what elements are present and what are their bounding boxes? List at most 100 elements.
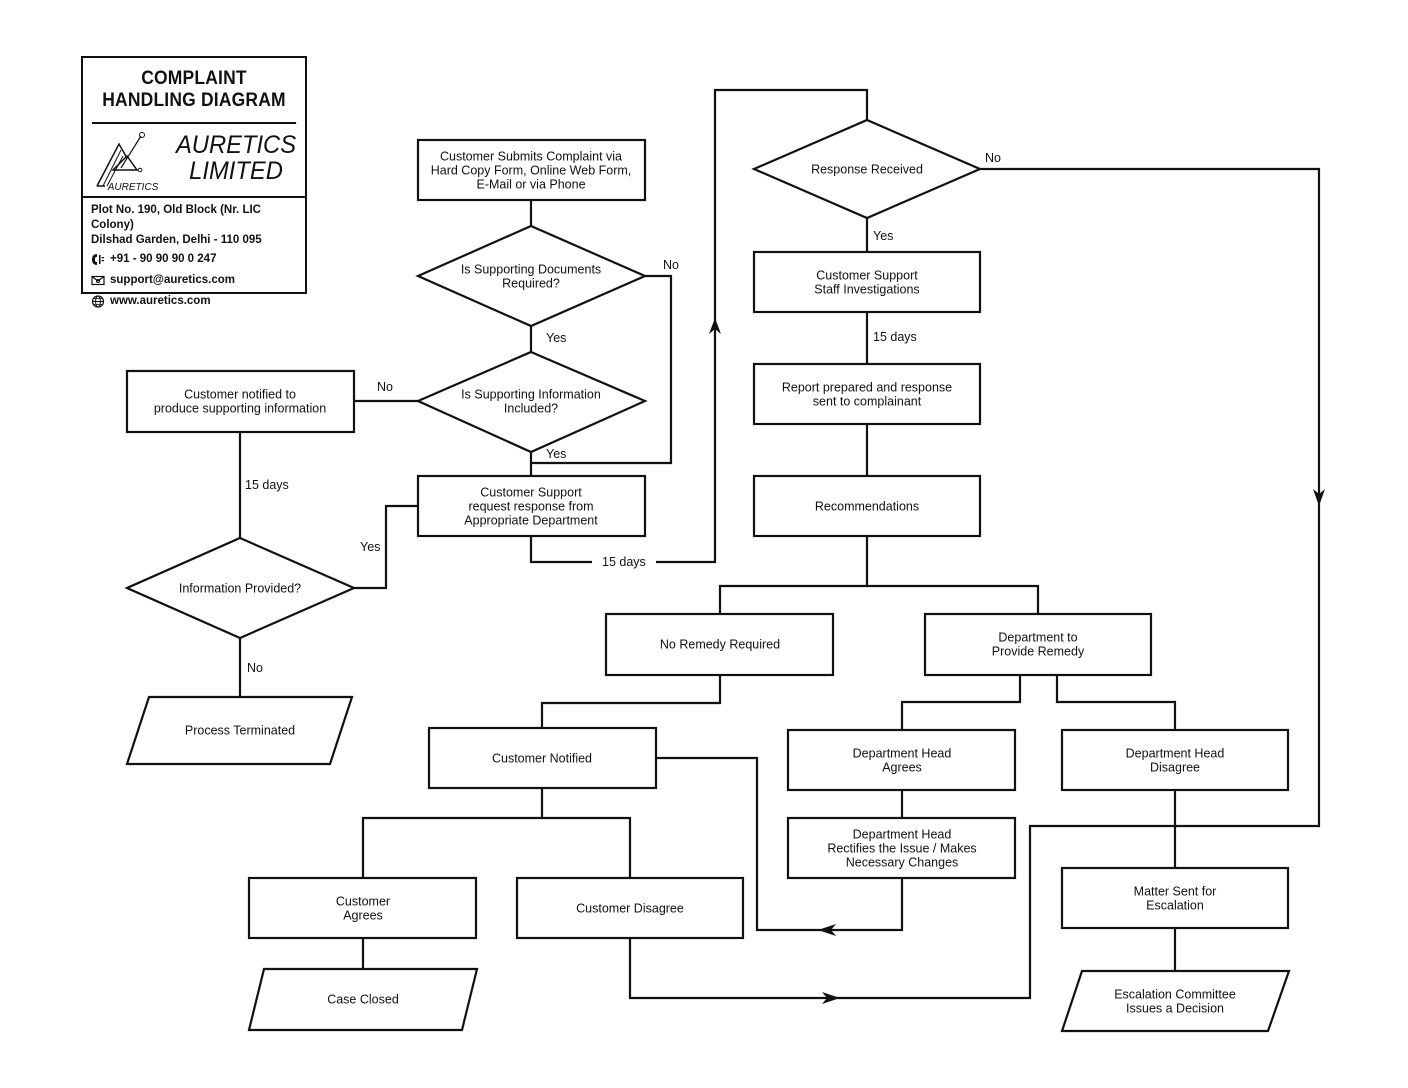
node-text-line: Disagree	[1150, 761, 1200, 775]
logo-caption: AURETICS	[107, 182, 159, 192]
node-customer-notified[interactable]	[427, 726, 658, 790]
node-department-head-rectifies[interactable]	[786, 816, 1017, 880]
node-text-line: Appropriate Department	[464, 514, 598, 528]
node-text-line: Customer Disagree	[576, 902, 684, 916]
node-submit-complaint[interactable]	[416, 138, 647, 202]
label-response-no: No	[985, 151, 1001, 165]
connector-noremedy-to-notified	[540, 675, 722, 728]
node-text-no-remedy: No Remedy Required	[660, 638, 780, 652]
label-provided-no: No	[247, 661, 263, 675]
node-text-line: Necessary Changes	[846, 856, 959, 870]
node-text-line: Process Terminated	[185, 724, 295, 738]
label-docs-no: No	[663, 258, 679, 272]
diagram-title: COMPLAINT HANDLING DIAGRAM	[91, 58, 297, 124]
node-text-line: request response from	[468, 500, 593, 514]
node-text-line: Is Supporting Information	[461, 388, 601, 402]
node-text-line: Customer Support	[480, 486, 582, 500]
node-text-line: Agrees	[882, 761, 922, 775]
node-case-closed[interactable]	[247, 967, 479, 1032]
node-department-provide-remedy[interactable]	[923, 612, 1153, 677]
node-text-response-received: Response Received	[811, 163, 923, 177]
email-icon	[91, 275, 105, 285]
node-customer-disagree[interactable]	[515, 876, 745, 940]
node-text-line: Issues a Decision	[1126, 1002, 1224, 1016]
node-department-head-disagree[interactable]	[1060, 728, 1290, 792]
phone-icon	[92, 253, 104, 265]
node-text-info-provided: Information Provided?	[179, 582, 301, 596]
node-recommendations[interactable]	[752, 474, 982, 538]
connector-recommendations-split	[718, 536, 1040, 614]
node-text-line: Included?	[504, 402, 558, 416]
website-url[interactable]: www.auretics.com	[110, 295, 211, 307]
node-no-remedy-required[interactable]	[604, 612, 835, 677]
node-text-customer-disagree: Customer Disagree	[576, 902, 684, 916]
node-response-received-decision[interactable]	[751, 118, 983, 220]
node-text-line: Department to	[998, 631, 1077, 645]
address: Plot No. 190, Old Block (Nr. LIC Colony)…	[91, 203, 297, 248]
diagram-title-line2: HANDLING DIAGRAM	[102, 90, 286, 111]
connector-docs-no	[531, 274, 673, 465]
node-text-recommendations: Recommendations	[815, 500, 919, 514]
node-report-prepared[interactable]	[752, 362, 982, 426]
node-text-line: sent to complainant	[813, 395, 922, 409]
label-response-yes: Yes	[873, 229, 893, 243]
arrow-left-icon	[818, 924, 836, 936]
label-info-yes: Yes	[546, 447, 566, 461]
node-process-terminated[interactable]	[125, 695, 354, 766]
arrow-right-icon	[822, 992, 840, 1004]
diagram-title-line1: COMPLAINT	[141, 68, 247, 89]
node-text-line: Customer Submits Complaint via	[440, 150, 622, 164]
node-text-line: Provide Remedy	[992, 645, 1085, 659]
connector-provided-yes	[354, 504, 418, 590]
email-address[interactable]: support@auretics.com	[110, 274, 235, 286]
company-info-card: COMPLAINT HANDLING DIAGRAM AURETICS AURE…	[81, 56, 307, 308]
node-text-line: Department Head	[853, 747, 952, 761]
address-line1: Plot No. 190, Old Block (Nr. LIC Colony)	[91, 204, 261, 231]
node-customer-agrees[interactable]	[247, 876, 478, 940]
node-department-head-agrees[interactable]	[786, 728, 1017, 792]
node-info-included-decision[interactable]	[415, 350, 648, 454]
node-text-line: Customer notified to	[184, 388, 296, 402]
label-info-no: No	[377, 380, 393, 394]
node-text-line: Case Closed	[327, 993, 399, 1007]
address-line2: Dilshad Garden, Delhi - 110 095	[91, 234, 262, 246]
node-docs-required-decision[interactable]	[415, 224, 648, 328]
label-investigation-15days: 15 days	[873, 330, 917, 344]
node-customer-notified-produce[interactable]	[125, 369, 356, 434]
connector-notified-split	[361, 788, 632, 878]
edge-labels: No Yes No Yes 15 days Yes No 15 days No …	[245, 151, 1001, 675]
node-text-line: Required?	[502, 277, 560, 291]
node-text-line: Department Head	[1126, 747, 1225, 761]
connector-request-15days	[529, 88, 869, 564]
node-text-line: Staff Investigations	[814, 283, 919, 297]
connector-response-no	[628, 167, 1321, 1000]
node-text-line: Customer	[336, 895, 390, 909]
connector-rectifies-loop	[656, 756, 904, 932]
auretics-logo-icon: AURETICS	[96, 132, 159, 192]
connectors	[238, 88, 1321, 1000]
node-request-response[interactable]	[416, 474, 647, 538]
node-text-line: Customer Support	[816, 269, 918, 283]
brand-name-line2: LIMITED	[189, 157, 283, 185]
node-committee-decision[interactable]	[1060, 969, 1291, 1033]
node-text-line: produce supporting information	[154, 402, 326, 416]
node-text-case-closed: Case Closed	[327, 993, 399, 1007]
node-matter-escalation[interactable]	[1060, 866, 1290, 930]
arrow-up-icon	[709, 318, 721, 334]
node-info-provided-decision[interactable]	[124, 536, 357, 640]
phone-number[interactable]: +91 - 90 90 90 0 247	[110, 253, 217, 265]
label-notified-15days: 15 days	[245, 478, 289, 492]
node-text-line: Report prepared and response	[782, 381, 952, 395]
node-staff-investigations[interactable]	[752, 250, 982, 314]
